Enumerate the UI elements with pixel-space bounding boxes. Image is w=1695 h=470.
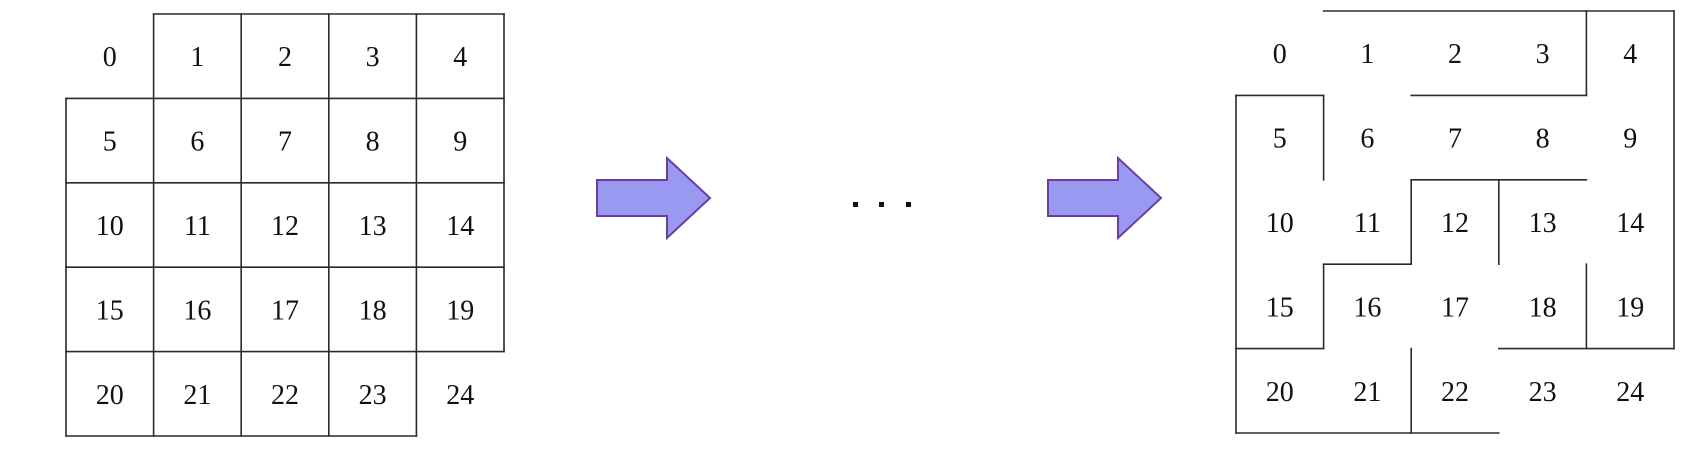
- maze-cell-label: 23: [1529, 377, 1557, 408]
- maze-cell-label: 3: [1536, 39, 1550, 70]
- maze-cell-label: 8: [1536, 124, 1550, 155]
- grid-cell-label: 3: [366, 42, 380, 73]
- generated-maze-walls: [1235, 10, 1675, 434]
- ellipsis-dot: [879, 202, 884, 207]
- grid-cell-label: 15: [96, 295, 124, 326]
- maze-cell-label: 22: [1441, 377, 1469, 408]
- grid-cell-label: 24: [446, 380, 474, 411]
- grid-cell-label: 19: [446, 295, 474, 326]
- maze-cell-label: 19: [1616, 292, 1644, 323]
- grid-cell-label: 12: [271, 211, 299, 242]
- grid-cell-label: 1: [190, 42, 204, 73]
- maze-cell-label: 15: [1266, 292, 1294, 323]
- maze-cell-label: 13: [1529, 208, 1557, 239]
- right-arrow-icon: [596, 155, 712, 241]
- maze-cell-label: 0: [1273, 39, 1287, 70]
- maze-cell-label: 21: [1353, 377, 1381, 408]
- maze-cell-label: 11: [1354, 208, 1381, 239]
- maze-cell-label: 16: [1353, 292, 1381, 323]
- grid-cell-label: 13: [359, 211, 387, 242]
- maze-cell-label: 17: [1441, 292, 1469, 323]
- ellipsis-dot: [853, 202, 858, 207]
- ellipsis-dot: [906, 202, 911, 207]
- grid-cell-label: 4: [453, 42, 467, 73]
- maze-cell-label: 2: [1448, 39, 1462, 70]
- maze-cell-label: 12: [1441, 208, 1469, 239]
- grid-cell-label: 7: [278, 127, 292, 158]
- grid-cell-label: 8: [366, 127, 380, 158]
- grid-cell-label: 2: [278, 42, 292, 73]
- grid-cell-label: 16: [183, 295, 211, 326]
- maze-cell-label: 14: [1616, 208, 1644, 239]
- grid-cell-label: 5: [103, 127, 117, 158]
- grid-cell-label: 20: [96, 380, 124, 411]
- maze-cell-label: 4: [1623, 39, 1637, 70]
- maze-cell-label: 10: [1266, 208, 1294, 239]
- maze-cell-label: 5: [1273, 124, 1287, 155]
- grid-cell-label: 21: [183, 380, 211, 411]
- ellipsis: ...: [853, 202, 911, 207]
- grid-cell-label: 9: [453, 127, 467, 158]
- grid-cell-label: 14: [446, 211, 474, 242]
- maze-cell-label: 20: [1266, 377, 1294, 408]
- grid-cell-label: 23: [359, 380, 387, 411]
- grid-cell-label: 17: [271, 295, 299, 326]
- maze-cell-label: 7: [1448, 124, 1462, 155]
- grid-cell-label: 0: [103, 42, 117, 73]
- grid-cell-label: 10: [96, 211, 124, 242]
- initial-grid-walls: [65, 13, 505, 437]
- maze-cell-label: 18: [1529, 292, 1557, 323]
- grid-cell-label: 22: [271, 380, 299, 411]
- maze-cell-label: 9: [1623, 124, 1637, 155]
- maze-cell-label: 6: [1360, 124, 1374, 155]
- right-arrow-icon: [1047, 155, 1163, 241]
- maze-cell-label: 1: [1360, 39, 1374, 70]
- grid-cell-label: 18: [359, 295, 387, 326]
- grid-cell-label: 11: [184, 211, 211, 242]
- grid-cell-label: 6: [190, 127, 204, 158]
- maze-cell-label: 24: [1616, 377, 1644, 408]
